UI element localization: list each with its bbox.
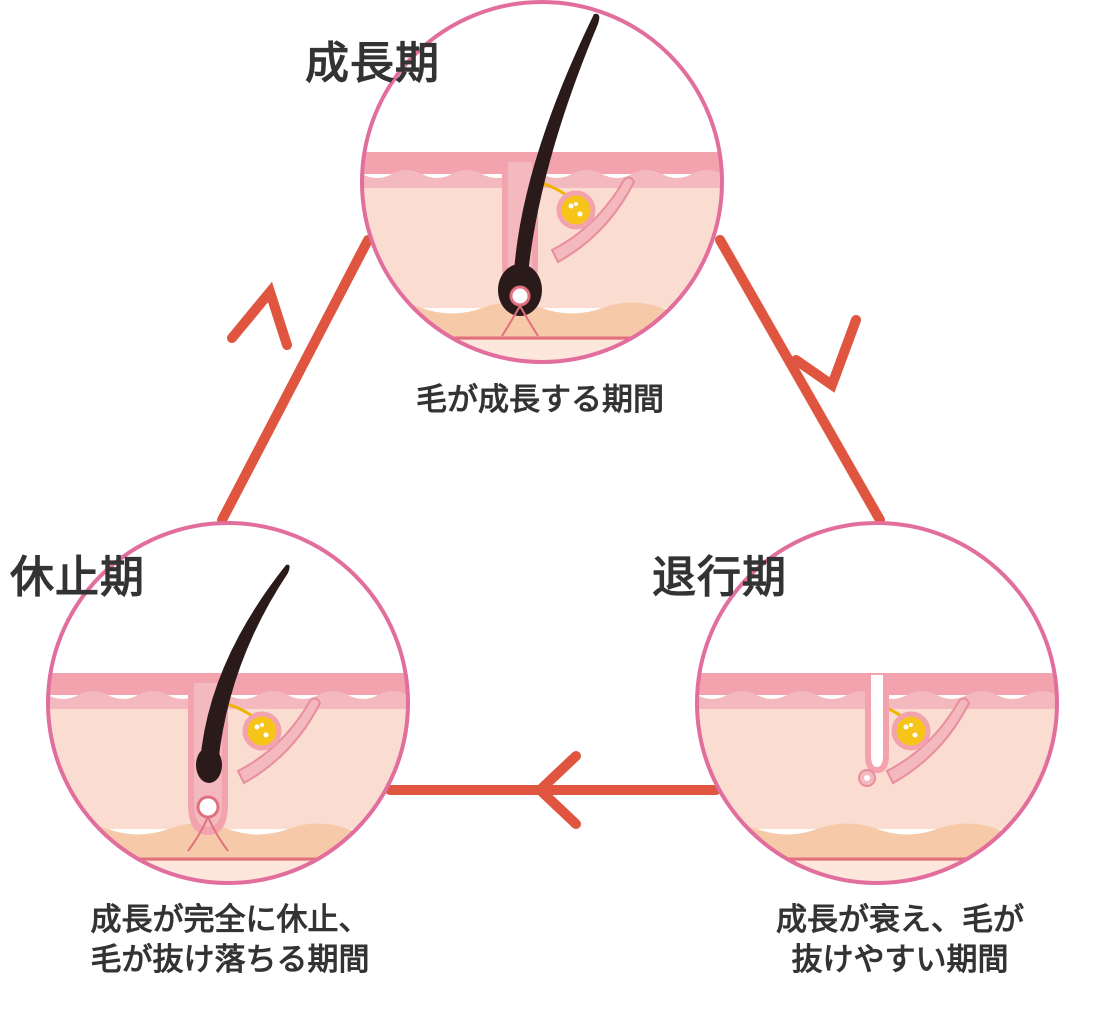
growth-phase-description: 毛が成長する期間	[416, 382, 664, 418]
regression-phase-illustration	[695, 521, 1059, 885]
rest-phase-title: 休止期	[10, 552, 145, 603]
rest-phase-description-line-1: 成長が完全に休止、	[90, 902, 370, 938]
rest-phase-illustration	[46, 521, 410, 885]
regression-phase-description-line-1: 成長が衰え、毛が	[776, 902, 1024, 938]
growth-phase-illustration	[360, 0, 724, 364]
regression-phase-description-line-2: 抜けやすい期間	[791, 942, 1009, 979]
rest-phase-description: 成長が完全に休止、 毛が抜け落ちる期間	[10, 900, 450, 981]
regression-phase-description: 成長が衰え、毛が 抜けやすい期間	[720, 900, 1080, 981]
cycle-arrow-icon	[217, 235, 885, 829]
growth-phase-title: 成長期	[305, 38, 440, 89]
rest-phase-description-line-2: 毛が抜け落ちる期間	[90, 942, 370, 979]
regression-phase-title: 退行期	[652, 552, 787, 603]
